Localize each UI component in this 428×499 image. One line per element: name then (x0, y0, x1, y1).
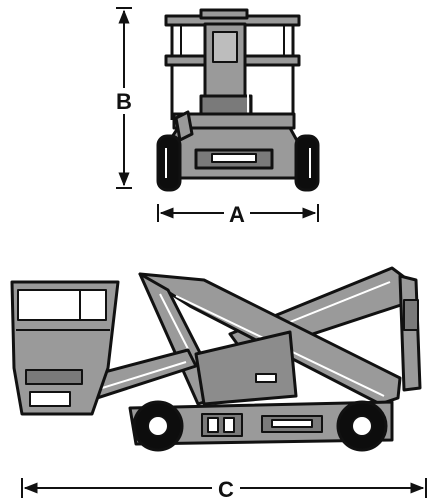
dimension-c: C (21, 474, 427, 499)
front-right-wheel (294, 134, 320, 192)
side-rear-wheel (336, 400, 388, 452)
front-view (156, 8, 320, 192)
side-front-wheel (132, 400, 184, 452)
boom-riser (398, 274, 422, 392)
dimension-a: A (157, 200, 319, 227)
side-view (10, 266, 422, 452)
dimension-b-label: B (116, 89, 132, 114)
dimension-c-label: C (218, 477, 234, 499)
dimension-b: B (113, 7, 135, 189)
front-left-wheel (156, 134, 182, 192)
platform-basket (10, 280, 120, 416)
front-mast (199, 8, 253, 122)
front-chassis (164, 110, 302, 180)
turret (194, 330, 298, 406)
dimension-a-label: A (229, 202, 245, 227)
